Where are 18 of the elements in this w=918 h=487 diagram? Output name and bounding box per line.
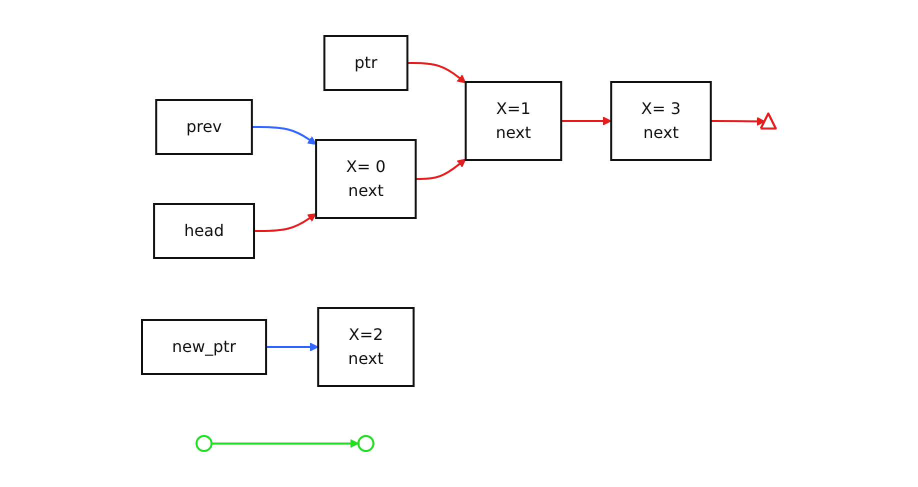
arrow — [710, 116, 766, 126]
arrow — [408, 62, 466, 84]
node-circle — [358, 435, 374, 452]
node-box: X= 3 next — [610, 81, 712, 161]
arrow — [212, 439, 359, 448]
arrow — [254, 213, 317, 232]
arrow — [252, 126, 317, 145]
arrow — [561, 116, 612, 126]
node-box: X= 0 next — [315, 139, 417, 219]
node-box: X=1 next — [464, 81, 562, 161]
arrow — [266, 342, 319, 352]
node-box: prev — [155, 99, 253, 155]
node-box: head — [153, 203, 256, 259]
node-box: ptr — [323, 35, 408, 91]
node-box: new_ptr — [141, 319, 268, 375]
node-box: X=2 next — [317, 307, 415, 387]
node-circle — [196, 435, 213, 452]
arrow — [416, 158, 466, 180]
